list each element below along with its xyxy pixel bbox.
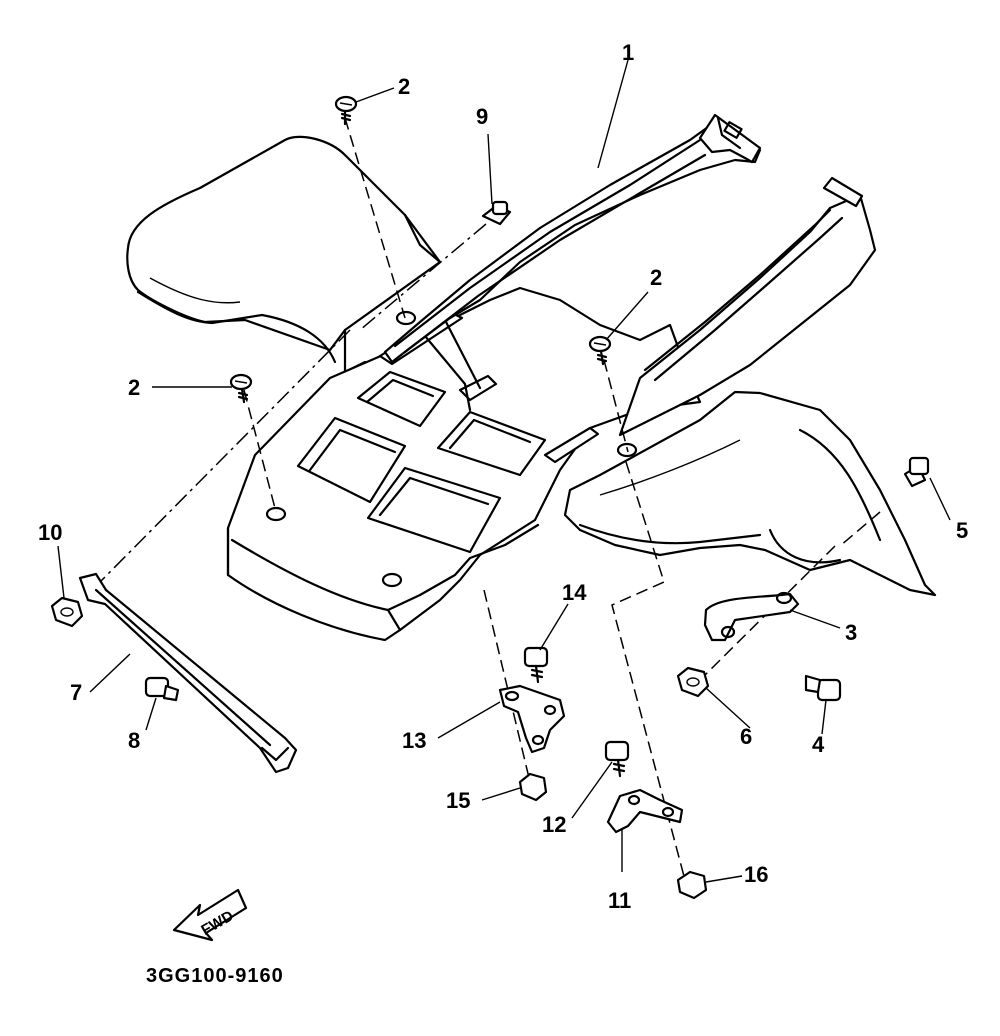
callout-3: 3	[845, 620, 857, 645]
bolt-part-12	[604, 740, 630, 778]
figure-code: 3GG100-9160	[146, 965, 284, 987]
callout-5: 5	[956, 518, 968, 543]
callout-12: 12	[542, 812, 566, 837]
leader-lines	[57, 59, 951, 883]
callout-8: 8	[128, 728, 140, 753]
bolt-part-5	[903, 456, 930, 488]
screw-part-2-right	[588, 335, 612, 366]
bolt-part-8	[144, 676, 180, 702]
callout-10: 10	[38, 520, 62, 545]
callout-6: 6	[740, 724, 752, 749]
bracket-part-3	[703, 591, 800, 642]
callout-1: 1	[622, 40, 634, 65]
callout-2-right: 2	[650, 265, 662, 290]
nut-part-15	[518, 772, 548, 802]
callout-2-top: 2	[398, 74, 410, 99]
side-flap-left	[383, 113, 762, 364]
nut-part-16	[676, 870, 708, 900]
callout-13: 13	[402, 728, 426, 753]
rear-fender	[126, 135, 937, 642]
screw-part-2-left	[229, 373, 253, 404]
nut-part-10	[50, 596, 84, 628]
screw-part-2-top	[334, 95, 358, 126]
callout-16: 16	[744, 862, 768, 887]
callout-4: 4	[812, 732, 825, 757]
bolt-part-14	[523, 646, 549, 684]
callout-2-left: 2	[128, 375, 140, 400]
bolt-part-4	[804, 674, 842, 702]
part-callouts: 1 2 9 2 2 5 10 14 3 7 8 13 6 4 15 12 16 …	[38, 40, 968, 913]
nut-part-6	[676, 666, 710, 698]
callout-14: 14	[562, 580, 587, 605]
fwd-direction-arrow: FWD	[172, 888, 248, 942]
stay-part-7	[78, 572, 298, 774]
bolt-part-9	[481, 200, 512, 226]
callout-11: 11	[608, 888, 631, 913]
callout-15: 15	[446, 788, 470, 813]
callout-9: 9	[476, 104, 488, 129]
bracket-part-13	[498, 684, 566, 754]
callout-7: 7	[70, 680, 82, 705]
side-flap-right	[618, 176, 877, 437]
bracket-part-11	[606, 788, 684, 834]
